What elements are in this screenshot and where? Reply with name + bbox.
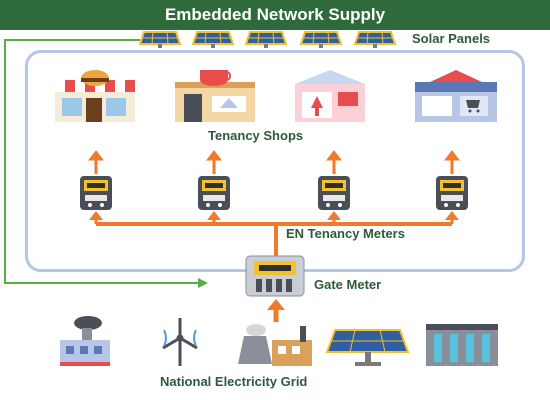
gate-meter-label: Gate Meter — [314, 277, 382, 292]
electricity-meter-icon — [318, 176, 350, 210]
cafe-shop-icon — [175, 70, 255, 122]
national-grid-label: National Electricity Grid — [160, 374, 308, 389]
coal-plant-icon — [60, 316, 110, 366]
en-tenancy-meters-label: EN Tenancy Meters — [286, 226, 405, 241]
tenancy-shops-label: Tenancy Shops — [208, 128, 304, 143]
grid-to-gate-arrow — [267, 299, 285, 322]
hydro-dam-icon — [426, 324, 498, 366]
clothing-shop-icon — [295, 70, 365, 122]
market-stall-icon — [415, 70, 497, 122]
electricity-meter-icon — [198, 176, 230, 210]
solar-panel-icon — [139, 31, 181, 49]
diagram-title: Embedded Network Supply — [0, 0, 550, 30]
electricity-meter-icon — [436, 176, 468, 210]
nuclear-plant-icon — [238, 324, 312, 366]
solar-panel-icon — [192, 31, 234, 49]
solar-panel-icon — [300, 31, 342, 49]
solar-panels-label: Solar Panels — [412, 31, 491, 46]
solar-panel-icon — [354, 31, 396, 49]
burger-shop-icon — [55, 70, 135, 122]
distribution-manifold — [89, 211, 459, 258]
solar-farm-icon — [325, 329, 410, 366]
solar-supply-line — [4, 39, 200, 284]
electricity-meter-icon — [80, 176, 112, 210]
gate-meter-icon — [245, 255, 305, 297]
wind-turbine-icon — [162, 318, 198, 366]
solar-supply-arrowhead — [198, 278, 208, 288]
meter-to-shop-arrows — [87, 150, 461, 174]
solar-panel-icon — [245, 31, 287, 49]
